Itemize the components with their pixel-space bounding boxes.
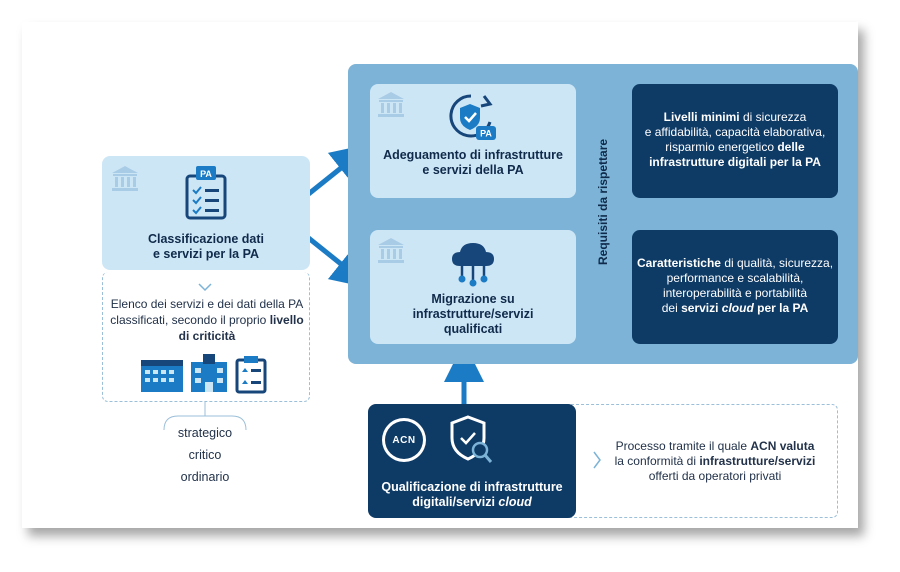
arrow-to-migrazione [304, 234, 372, 289]
chevron-down-icon [198, 283, 212, 292]
institution-icon [112, 166, 138, 191]
process-description-box: Processo tramite il quale ACN valuta la … [560, 404, 838, 518]
qualificazione-title: Qualificazione di infrastrutture digital… [381, 480, 563, 509]
qualificazione-card: ACN Qualificazione di infrastrutture dig… [368, 404, 576, 518]
acn-seal-text: ACN [385, 421, 423, 459]
shield-refresh-icon: PA [449, 94, 496, 140]
shield-search-icon [450, 415, 493, 463]
classificazione-description-box: Elenco dei servizi e dei dati della PA c… [102, 272, 310, 402]
pa-badge-text: PA [200, 169, 212, 179]
classificazione-description: Elenco dei servizi e dei dati della PA c… [110, 297, 304, 343]
adeguamento-card: PA Adeguamento di infrastrutture e servi… [370, 84, 576, 198]
requirement-card-cloud: Caratteristiche di qualità, sicurezza, p… [632, 230, 838, 344]
svg-text:PA: PA [480, 129, 492, 139]
institution-icon [378, 92, 404, 117]
cloud-network-icon [452, 243, 494, 287]
adeguamento-title: Adeguamento di infrastrutture e servizi … [383, 148, 563, 177]
migrazione-title: Migrazione su infrastrutture/servizi qua… [412, 292, 534, 336]
level-strategico: strategico [177, 426, 233, 440]
migrazione-card: Migrazione su infrastrutture/servizi qua… [370, 230, 576, 344]
arrow-to-adeguamento [304, 143, 372, 198]
requirements-label: Requisiti da rispettare [596, 138, 610, 266]
buildings-icon [141, 354, 267, 394]
acn-seal-logo: ACN [382, 418, 426, 462]
institution-icon [378, 238, 404, 263]
requirement-infrastructure-text: Livelli minimi di sicurezza e affidabili… [644, 110, 826, 169]
criticality-levels: strategico critico ordinario [160, 422, 250, 488]
level-ordinario: ordinario [180, 470, 230, 484]
process-description: Processo tramite il quale ACN valuta la … [614, 439, 816, 483]
clipboard-checklist-icon: PA [185, 166, 227, 220]
classificazione-card: PA Classificazione dati e servizi per la… [102, 156, 310, 270]
level-critico: critico [188, 448, 222, 462]
requirement-card-infrastructure: Livelli minimi di sicurezza e affidabili… [632, 84, 838, 198]
requirement-cloud-text: Caratteristiche di qualità, sicurezza, p… [636, 256, 834, 315]
chevron-right-icon [593, 451, 601, 469]
classificazione-title: Classificazione dati e servizi per la PA [147, 232, 264, 261]
